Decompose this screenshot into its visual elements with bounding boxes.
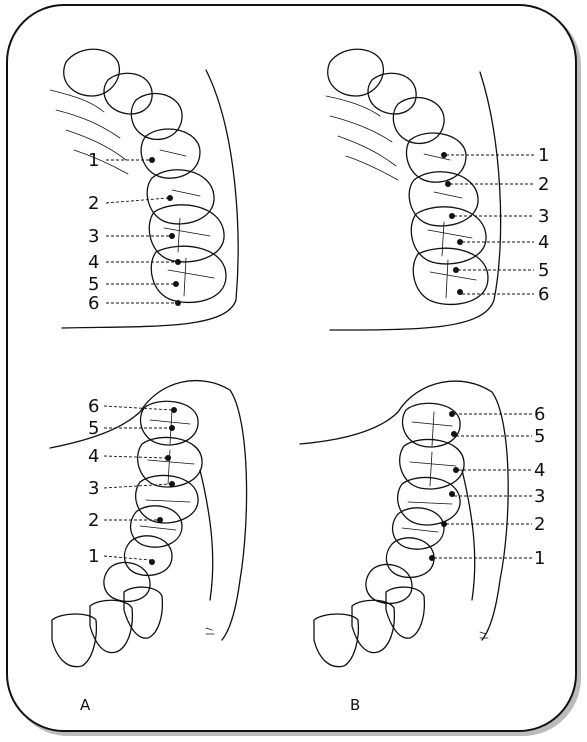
contact-label: 3: [88, 478, 99, 499]
contact-label: 3: [88, 226, 99, 247]
jaw-outline: [330, 72, 501, 330]
contact-label: 2: [88, 510, 99, 531]
contact-label: 5: [88, 274, 99, 295]
frenum-mark: [206, 628, 214, 634]
contact-label: 6: [538, 284, 549, 305]
palate-rugae: [326, 96, 398, 180]
contact-label: 2: [538, 174, 549, 195]
contact-label: 6: [534, 404, 545, 425]
contact-label: 3: [534, 486, 545, 507]
contact-label: 2: [534, 514, 545, 535]
tooth-premolar-1: [124, 536, 172, 576]
tooth-molar-1a: [136, 475, 198, 523]
contact-label: 1: [88, 546, 99, 567]
tooth-premolar-1: [131, 94, 182, 140]
leader-lines: [434, 414, 532, 558]
tooth-molar-2: [403, 403, 461, 447]
tooth-premolar-1: [386, 538, 434, 578]
tooth-grooves: [424, 154, 476, 298]
contact-label: 1: [538, 145, 549, 166]
tongue-outline: [462, 470, 475, 600]
contact-label: 5: [534, 426, 545, 447]
contact-label: 1: [534, 548, 545, 569]
panel-b-lower-arch: [300, 381, 532, 667]
contact-dot: [175, 259, 181, 265]
tooth-molar-2: [141, 401, 199, 445]
tooth-canine: [104, 562, 150, 601]
tooth-canine: [104, 73, 152, 114]
contact-dot: [157, 517, 163, 523]
contact-label: 2: [88, 193, 99, 214]
panel-b-lower-labels: 1 2 3 4 5 6: [534, 404, 545, 569]
tooth-premolar-2: [393, 508, 444, 549]
tooth-molar-1a: [147, 170, 214, 224]
contact-label: 3: [538, 206, 549, 227]
panel-b-upper-labels: 1 2 3 4 5 6: [538, 145, 549, 305]
contact-label: 4: [88, 252, 99, 273]
contact-label: 4: [538, 232, 549, 253]
tooth-premolar-1: [393, 98, 444, 144]
tooth-canine: [366, 564, 412, 603]
tongue-outline: [200, 470, 213, 600]
leader-lines: [106, 160, 176, 303]
tooth-incisor: [124, 587, 162, 638]
tooth-incisor: [328, 49, 384, 96]
tooth-incisor: [64, 49, 120, 96]
panel-a-lower-arch: [50, 381, 247, 667]
tooth-molar-2: [413, 248, 488, 304]
contact-label: 1: [88, 150, 99, 171]
tooth-molar-1a: [409, 172, 478, 226]
panel-a-upper-labels: 1 2 3 4 5 6: [88, 150, 99, 314]
tooth-molar-2: [151, 246, 226, 302]
panel-label-b: B: [350, 696, 360, 714]
contact-dot: [169, 233, 175, 239]
contact-label: 5: [538, 260, 549, 281]
panel-a-lower-labels: 1 2 3 4 5 6: [88, 396, 99, 567]
jaw-outline: [50, 381, 247, 640]
contact-label: 6: [88, 396, 99, 417]
tooth-grooves: [402, 412, 456, 532]
contact-label: 6: [88, 293, 99, 314]
contact-label: 4: [534, 460, 545, 481]
tooth-incisor: [386, 587, 424, 638]
tooth-canine: [368, 73, 416, 114]
contact-label: 4: [88, 446, 99, 467]
contact-dot: [171, 407, 177, 413]
panel-b-upper-arch: [326, 49, 534, 330]
contact-label: 5: [88, 418, 99, 439]
contact-dot: [149, 157, 155, 163]
tooth-molar-1a: [398, 477, 460, 525]
panel-a-upper-arch: [50, 49, 238, 328]
tooth-premolar-2: [131, 506, 182, 547]
panel-label-a: A: [80, 696, 91, 714]
contact-dot: [175, 300, 181, 306]
